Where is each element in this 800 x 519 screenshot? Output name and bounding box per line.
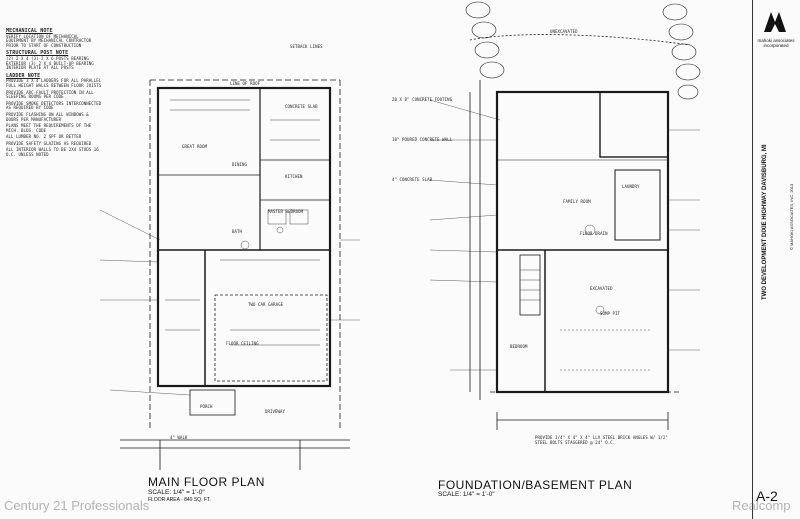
watermark-left: Century 21 Professionals xyxy=(4,498,150,513)
room-label: PORCH xyxy=(200,404,213,409)
room-label: MASTER BEDROOM xyxy=(268,209,304,214)
firm-logo-icon xyxy=(764,12,786,32)
copyright: © MAHOKI ASSOCIATES, INC. 2013 xyxy=(789,183,794,250)
general-notes: MECHANICAL NOTE VERIFY LOCATION OF MECHA… xyxy=(6,26,102,160)
plan-label: DRIVEWAY xyxy=(265,409,286,414)
structural-note-heading: STRUCTURAL POST NOTE xyxy=(6,50,69,57)
room-label: GREAT ROOM xyxy=(182,144,208,149)
main-floor-plan-drawing xyxy=(99,79,360,470)
plan-label: 4" CONCRETE SLAB xyxy=(392,177,433,182)
plan-label: SETBACK LINES xyxy=(290,44,323,49)
room-label: DINING xyxy=(232,162,248,167)
brick-angle-note: PROVIDE 3/4" X 4" X 4" LLV STEEL BRICK A… xyxy=(535,435,668,445)
room-label: TWO CAR GARAGE xyxy=(248,302,284,307)
room-label: KITCHEN xyxy=(285,174,303,179)
ladder-note-text: PROVIDE 3 X 4 LADDERS FOR ALL PARALLEL F… xyxy=(6,78,102,88)
main-floor-plan-title: MAIN FLOOR PLAN xyxy=(148,475,265,489)
plan-label: 10" POURED CONCRETE WALL xyxy=(392,137,453,142)
room-label: UNEXCAVATED xyxy=(550,29,578,34)
ladder-note-heading: LADDER NOTE xyxy=(6,72,41,79)
room-label: BATH xyxy=(232,229,243,234)
general-note: ALL LUMBER NO. 2 SPF OR BETTER xyxy=(6,134,82,140)
room-label: LAUNDRY xyxy=(622,184,640,189)
general-note: PROVIDE SMOKE DETECTORS INTERCONNECTED A… xyxy=(6,100,102,111)
plan-label: FLOOR CEILING xyxy=(226,341,259,346)
plan-label: FLOOR DRAIN xyxy=(580,231,608,236)
main-floor-plan-scale: SCALE: 1/4" = 1'-0" xyxy=(148,489,205,496)
plan-label: 4" WALK xyxy=(170,435,188,440)
general-note: PROVIDE FLASHING ON ALL WINDOWS & DOORS … xyxy=(6,111,89,122)
watermark-right: Realcomp xyxy=(732,498,791,513)
title-block xyxy=(752,0,800,519)
room-label: EXCAVATED xyxy=(590,286,613,291)
plan-drawings xyxy=(99,1,701,470)
firm-name: mahoki associates incorporated xyxy=(757,38,795,48)
general-note: PLANS MEET THE REQUIREMENTS OF THE MICH.… xyxy=(6,123,92,133)
general-note: PROVIDE SAFETY GLAZING AS REQUIRED xyxy=(6,140,92,146)
sheet-number: A-2 xyxy=(756,488,778,504)
room-label: BEDROOM xyxy=(510,344,528,349)
plan-label: CONCRETE SLAB xyxy=(285,104,318,109)
mechanical-note-heading: MECHANICAL NOTE xyxy=(6,28,53,34)
room-label: FAMILY ROOM xyxy=(563,199,591,204)
plan-label: 20 X 8" CONCRETE FOOTING xyxy=(392,97,453,102)
mechanical-note-text: VERIFY LOCATION OF MECHANICAL EQUIPMENT … xyxy=(6,33,92,48)
project-name: TWO DEVELOPMENT DIXIE HIGHWAY DAVISBURG,… xyxy=(762,144,768,300)
general-note: PROVIDE ARC-FAULT PROTECTION IN ALL SLEE… xyxy=(6,89,94,100)
plan-label: SUMP PIT xyxy=(600,311,621,316)
structural-note-text: (2) 2 X 4 (3) 2 X 6 POSTS BEARING EXTERI… xyxy=(6,55,94,71)
foundation-plan-drawing xyxy=(429,1,701,430)
main-floor-area: FLOOR AREA - 840 SQ. FT. xyxy=(148,497,211,503)
foundation-plan-scale: SCALE: 1/4" = 1'-0" xyxy=(438,491,495,498)
plan-label: LINE OF ROOF xyxy=(230,81,261,86)
foundation-plan-title: FOUNDATION/BASEMENT PLAN xyxy=(438,478,633,492)
general-note: ALL INTERIOR WALLS TO BE 2X4 STUDS 16 O.… xyxy=(6,147,99,158)
